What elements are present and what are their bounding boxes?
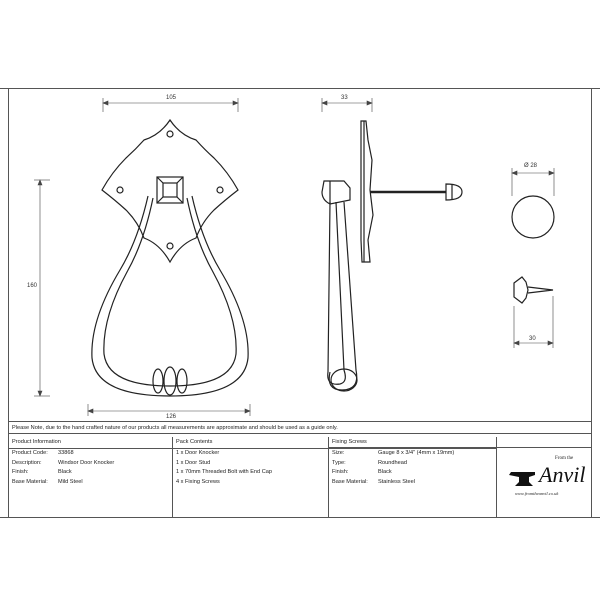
door-stud-side <box>513 276 529 304</box>
disclaimer-note: Please Note, due to the hand crafted nat… <box>8 421 591 434</box>
dimension-base-width: 126 <box>166 414 177 420</box>
list-item: 1 x Door Stud <box>176 459 211 466</box>
list-item: 1 x Door Knocker <box>176 450 220 456</box>
frame-left-border <box>8 88 9 518</box>
backplate-outline <box>101 118 239 264</box>
logo-small-text: From the <box>555 456 574 461</box>
table-row: Base Material:Stainless Steel <box>332 478 416 485</box>
table-row: Description:Windsor Door Knocker <box>12 459 115 466</box>
from-the-anvil-logo: From the Anvil www.fromtheanvil.co.uk <box>509 456 585 496</box>
frame-right-border <box>591 88 592 518</box>
dimension-screw-length: 30 <box>529 336 536 342</box>
logo-url-text: www.fromtheanvil.co.uk <box>515 491 559 496</box>
dimension-height: 160 <box>27 283 38 289</box>
table-row: Type:Roundhead <box>332 459 407 466</box>
list-item: 4 x Fixing Screws <box>176 478 220 485</box>
side-backplate <box>360 120 374 263</box>
table-divider-2 <box>328 437 329 518</box>
table-row: Product Code:33868 <box>12 450 74 456</box>
dimension-cap-diameter: Ø 28 <box>524 163 538 169</box>
dimension-depth: 33 <box>341 95 348 101</box>
dimension-width: 105 <box>166 95 177 101</box>
table-row: Size:Gauge 8 x 3/4" (4mm x 19mm) <box>332 450 455 456</box>
product-information-table: Product Information Product Code:33868 D… <box>8 437 172 518</box>
fixing-screws-table: Fixing Screws Size:Gauge 8 x 3/4" (4mm x… <box>328 437 496 518</box>
table-row: Base Material:Mild Steel <box>12 478 83 485</box>
pyramid-stud <box>156 176 184 204</box>
fixing-screws-heading: Fixing Screws <box>328 437 496 449</box>
side-ring <box>327 201 346 385</box>
knocker-ring-outer <box>91 195 249 397</box>
logo-brand-text: Anvil <box>537 462 585 487</box>
drawing-sheet <box>0 88 600 518</box>
knocker-ring-inner <box>103 197 237 387</box>
table-border-right <box>591 437 592 518</box>
table-row: Finish:Black <box>332 469 392 475</box>
table-divider-3 <box>496 437 497 518</box>
pack-contents-table: Pack Contents 1 x Door Knocker 1 x Door … <box>172 437 328 518</box>
anvil-icon <box>509 472 535 486</box>
list-item: 1 x 70mm Threaded Bolt with End Cap <box>176 469 272 475</box>
product-information-heading: Product Information <box>8 437 172 449</box>
table-row: Finish:Black <box>12 469 72 475</box>
door-stud-cap <box>511 195 555 239</box>
table-border-left <box>8 437 9 518</box>
header-underline <box>328 437 591 448</box>
table-divider-1 <box>172 437 173 518</box>
pack-contents-heading: Pack Contents <box>172 437 328 449</box>
